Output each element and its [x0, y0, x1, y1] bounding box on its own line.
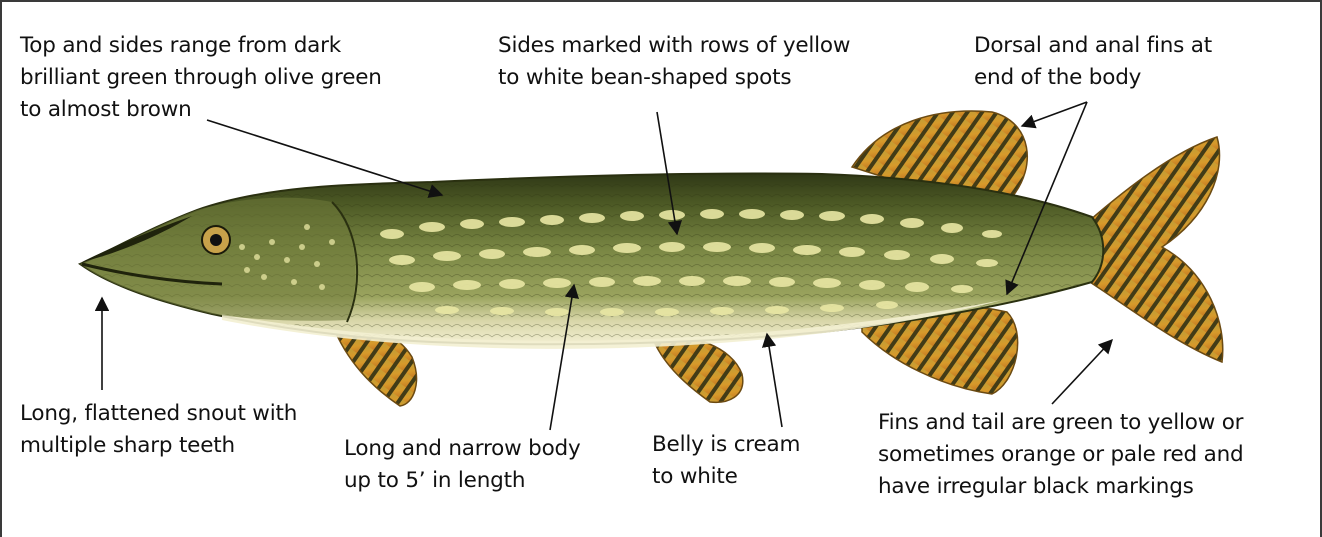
- pike-head: [80, 198, 357, 322]
- arrow-tail: [1052, 340, 1112, 404]
- annotation-spots: Sides marked with rows of yellow to whit…: [498, 30, 850, 94]
- arrow-belly: [767, 334, 782, 427]
- annotation-color: Top and sides range from dark brilliant …: [20, 30, 382, 126]
- arrow-dorsal: [1022, 102, 1087, 126]
- annotation-fins: Dorsal and anal fins at end of the body: [974, 30, 1212, 94]
- arrow-color: [207, 120, 442, 195]
- annotation-tail: Fins and tail are green to yellow or som…: [878, 407, 1243, 503]
- annotation-snout: Long, flattened snout with multiple shar…: [20, 398, 297, 462]
- annotation-body: Long and narrow body up to 5’ in length: [344, 433, 581, 497]
- annotation-belly: Belly is cream to white: [652, 429, 800, 493]
